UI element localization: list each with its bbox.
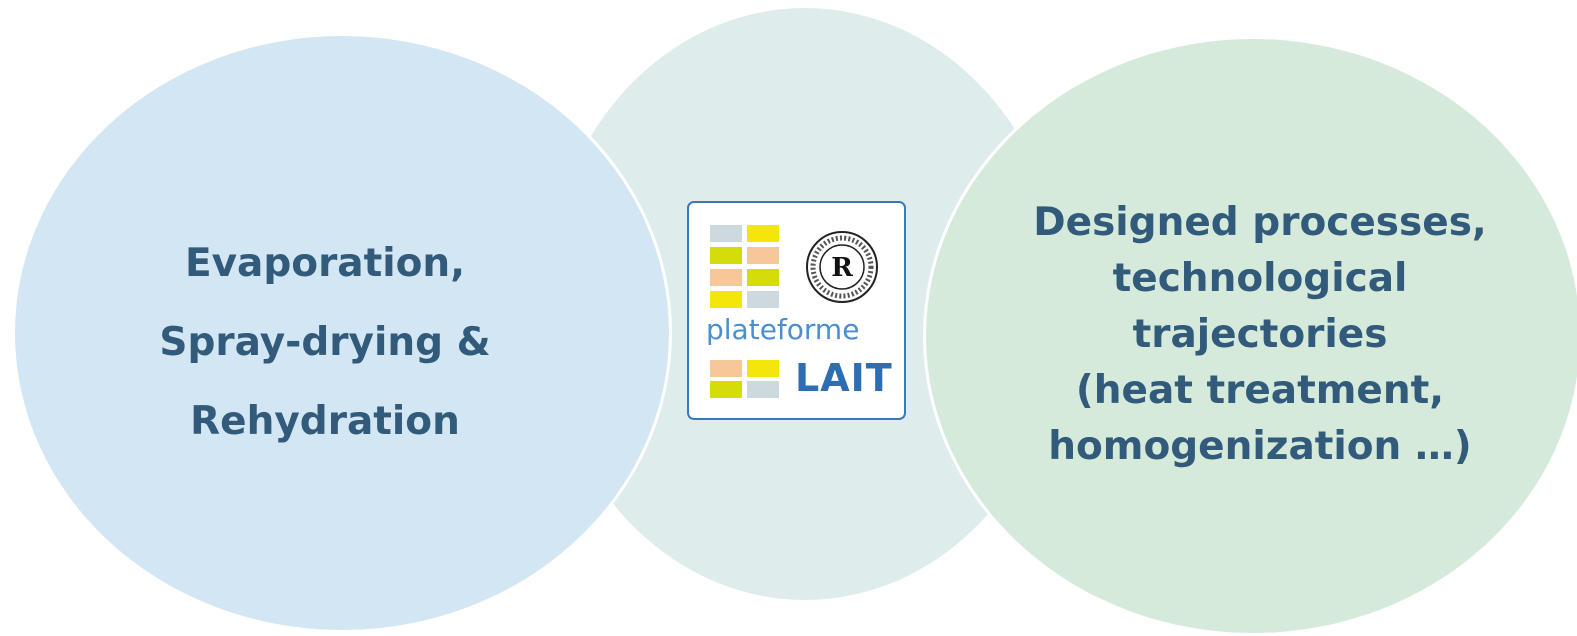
seal-letter: R [831, 253, 853, 283]
logo-wordmark-plateforme: plateforme [706, 313, 860, 346]
right-text-line: homogenization …) [1048, 424, 1472, 469]
right-text-line: trajectories [1132, 312, 1388, 357]
quality-seal-icon: R [806, 231, 878, 303]
right-text-line: Designed processes, [1033, 200, 1487, 245]
left-circle-text: Evaporation, Spray-drying & Rehydration [70, 224, 580, 461]
logo-square [710, 225, 742, 242]
logo-square [747, 291, 779, 308]
right-text-line: technological [1112, 256, 1408, 301]
logo-square [747, 247, 779, 264]
logo-square [747, 360, 779, 377]
left-circle [12, 33, 672, 633]
right-circle-text: Designed processes, technological trajec… [1000, 195, 1520, 475]
logo-square [747, 269, 779, 286]
right-circle [923, 36, 1577, 636]
logo-square [747, 381, 779, 398]
right-text-line: (heat treatment, [1075, 368, 1445, 413]
logo-square [710, 291, 742, 308]
logo-wordmark-lait: LAIT [795, 356, 893, 400]
logo-square [710, 360, 742, 377]
logo-square [710, 247, 742, 264]
left-text-line: Evaporation, [184, 241, 466, 286]
logo-square [710, 381, 742, 398]
plateforme-lait-logo: R plateforme LAIT [687, 201, 906, 420]
left-text-line: Spray-drying & [159, 320, 491, 365]
logo-square [747, 225, 779, 242]
left-text-line: Rehydration [190, 399, 460, 444]
logo-square [710, 269, 742, 286]
